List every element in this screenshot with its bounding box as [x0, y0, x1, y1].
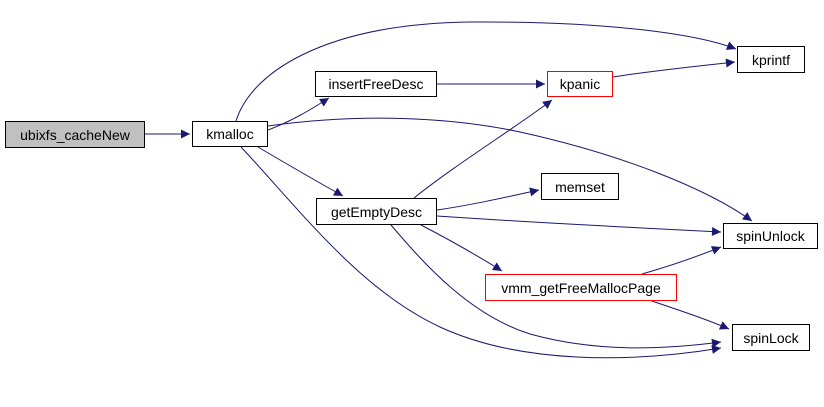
edge-getEmptyDesc-to-vmm_getFreeMallocPage — [420, 224, 503, 272]
node-kpanic[interactable]: kpanic — [547, 71, 613, 97]
edge-getEmptyDesc-to-kpanic — [413, 99, 553, 199]
edge-kmalloc-to-getEmptyDesc — [257, 146, 344, 197]
edge-getEmptyDesc-to-spinUnlock — [436, 215, 722, 237]
edge-kmalloc-to-kprintf — [235, 21, 737, 122]
edge-getEmptyDesc-to-memset — [436, 187, 540, 211]
edge-kmalloc-to-spinUnlock — [267, 117, 753, 222]
edge-vmm_getFreeMallocPage-to-spinUnlock — [641, 246, 722, 275]
edge-kpanic-to-kprintf — [612, 58, 736, 78]
node-memset[interactable]: memset — [541, 173, 619, 200]
node-spinUnlock[interactable]: spinUnlock — [723, 223, 818, 249]
node-ubixfs_cacheNew-label: ubixfs_cacheNew — [20, 126, 130, 143]
node-insertFreeDesc-label: insertFreeDesc — [328, 76, 424, 92]
edge-kmalloc-to-spinLock — [240, 146, 722, 359]
edge-kmalloc-to-insertFreeDesc — [267, 97, 330, 131]
node-spinLock[interactable]: spinLock — [732, 324, 810, 351]
node-ubixfs_cacheNew: ubixfs_cacheNew — [5, 121, 145, 148]
node-vmm_getFreeMallocPage-label: vmm_getFreeMallocPage — [501, 279, 661, 296]
node-kpanic-label: kpanic — [559, 76, 601, 92]
node-getEmptyDesc-label: getEmptyDesc — [330, 203, 423, 220]
edge-getEmptyDesc-to-spinLock — [390, 224, 722, 349]
node-spinUnlock-label: spinUnlock — [736, 228, 805, 244]
node-memset-label: memset — [555, 178, 605, 195]
node-kmalloc-label: kmalloc — [206, 126, 254, 142]
node-spinLock-label: spinLock — [743, 329, 799, 346]
edge-vmm_getFreeMallocPage-to-spinLock — [651, 300, 730, 330]
node-vmm_getFreeMallocPage[interactable]: vmm_getFreeMallocPage — [485, 274, 677, 301]
node-kprintf[interactable]: kprintf — [737, 46, 805, 73]
node-insertFreeDesc[interactable]: insertFreeDesc — [315, 71, 437, 97]
node-getEmptyDesc[interactable]: getEmptyDesc — [316, 198, 437, 225]
node-kprintf-label: kprintf — [751, 51, 791, 68]
node-kmalloc[interactable]: kmalloc — [192, 121, 268, 147]
